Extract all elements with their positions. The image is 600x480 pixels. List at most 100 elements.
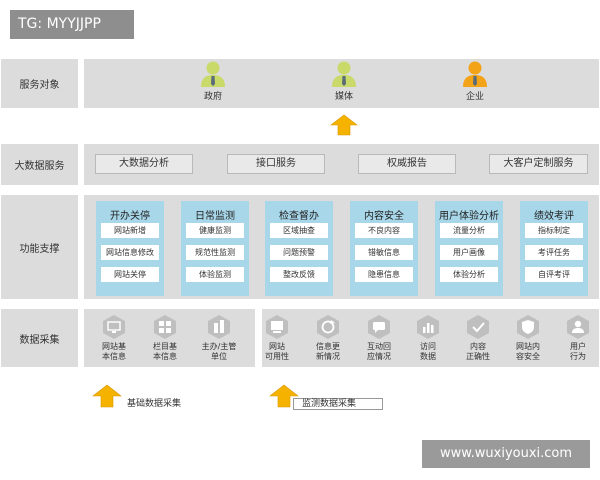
function-item[interactable]: 不良内容 — [355, 223, 413, 238]
function-item[interactable]: 健康监测 — [186, 223, 244, 238]
function-item[interactable]: 整改反馈 — [270, 267, 328, 282]
collection-label-line1: 访问 — [420, 342, 436, 351]
target-2: 媒体 — [324, 60, 364, 102]
collection-label-line1: 内容 — [470, 342, 486, 351]
collection-label-line1: 互动回 — [367, 342, 391, 351]
collection-monitor-1: 网站可用性 — [257, 314, 297, 362]
target-3: 企业 — [455, 60, 495, 102]
person-icon — [463, 61, 487, 87]
collection-basic-3: 主办/主管单位 — [199, 314, 239, 362]
collection-label: 互动回应情况 — [359, 342, 399, 362]
collection-label: 内容正确性 — [458, 342, 498, 362]
chat-icon — [368, 315, 390, 339]
up-arrow-icon — [330, 114, 358, 136]
collection-label-line2: 单位 — [211, 352, 227, 361]
collection-label-line2: 应情况 — [367, 352, 391, 361]
collection-label: 用户行为 — [558, 342, 598, 362]
function-item[interactable]: 区域抽查 — [270, 223, 328, 238]
check-icon — [467, 315, 489, 339]
shield-icon — [517, 315, 539, 339]
function-item[interactable]: 考评任务 — [525, 245, 583, 260]
function-item[interactable]: 用户画像 — [440, 245, 498, 260]
collection-label: 栏目基本信息 — [145, 342, 185, 362]
collection-label-line2: 容安全 — [516, 352, 540, 361]
target-label: 媒体 — [334, 92, 353, 102]
collection-label-line2: 可用性 — [265, 352, 289, 361]
collection-monitor-7: 用户行为 — [558, 314, 598, 362]
function-item[interactable]: 网站新增 — [101, 223, 159, 238]
function-title: 内容安全 — [364, 211, 404, 222]
collection-label-line2: 本信息 — [102, 352, 126, 361]
legend-monitor-arrow-icon — [269, 384, 299, 408]
function-column-2: 日常监测健康监测规范性监测体验监测 — [181, 201, 249, 296]
collection-label-line2: 本信息 — [153, 352, 177, 361]
function-title: 日常监测 — [195, 211, 235, 222]
collection-label: 网站可用性 — [257, 342, 297, 362]
collection-label-line2: 正确性 — [466, 352, 490, 361]
collection-label-line2: 行为 — [570, 352, 586, 361]
function-item[interactable]: 错敏信息 — [355, 245, 413, 260]
collection-monitor-3: 互动回应情况 — [359, 314, 399, 362]
person-icon — [201, 61, 225, 87]
collection-monitor-6: 网站内容安全 — [508, 314, 548, 362]
collection-label: 访问数据 — [408, 342, 448, 362]
person-icon — [332, 61, 356, 87]
collection-label: 信息更新情况 — [308, 342, 348, 362]
collection-label-line1: 用户 — [570, 342, 586, 351]
user-icon — [567, 315, 589, 339]
function-column-5: 用户体验分析流量分析用户画像体验分析 — [435, 201, 503, 296]
function-column-1: 开办关停网站新增网站信息修改网站关停 — [96, 201, 164, 296]
function-title: 检查督办 — [279, 211, 319, 222]
legend-monitor-text: 监测数据采集 — [302, 399, 357, 409]
function-column-6: 绩效考评指标制定考评任务自评考评 — [520, 201, 588, 296]
collection-label-line1: 网站内 — [516, 342, 540, 351]
service-button-4[interactable]: 大客户定制服务 — [489, 154, 588, 174]
legend-basic-arrow-icon — [92, 384, 122, 408]
row-label-service-targets: 服务对象 — [1, 59, 78, 108]
function-item[interactable]: 规范性监测 — [186, 245, 244, 260]
row-label-functions: 功能支撑 — [1, 195, 78, 299]
row-label-big-data: 大数据服务 — [1, 144, 78, 185]
target-1: 政府 — [193, 60, 233, 102]
function-item[interactable]: 自评考评 — [525, 267, 583, 282]
function-item[interactable]: 网站关停 — [101, 267, 159, 282]
collection-label-line1: 信息更 — [316, 342, 340, 351]
collection-monitor-2: 信息更新情况 — [308, 314, 348, 362]
function-title: 开办关停 — [110, 211, 150, 222]
grid-icon — [154, 315, 176, 339]
function-title: 绩效考评 — [534, 211, 574, 222]
monitor-icon — [103, 315, 125, 339]
bar-chart-icon — [417, 315, 439, 339]
watermark: www.wuxiyouxi.com — [422, 440, 590, 468]
collection-label-line1: 栏目基 — [153, 342, 177, 351]
function-item[interactable]: 网站信息修改 — [101, 245, 159, 260]
function-item[interactable]: 流量分析 — [440, 223, 498, 238]
collection-label: 网站基本信息 — [94, 342, 134, 362]
function-item[interactable]: 隐患信息 — [355, 267, 413, 282]
screen-icon — [266, 315, 288, 339]
collection-basic-2: 栏目基本信息 — [145, 314, 185, 362]
service-button-2[interactable]: 接口服务 — [227, 154, 325, 174]
collection-label: 网站内容安全 — [508, 342, 548, 362]
collection-label-line1: 主办/主管 — [201, 342, 237, 351]
function-column-4: 内容安全不良内容错敏信息隐患信息 — [350, 201, 418, 296]
function-item[interactable]: 指标制定 — [525, 223, 583, 238]
collection-label-line1: 网站 — [269, 342, 285, 351]
refresh-icon — [317, 315, 339, 339]
function-item[interactable]: 体验分析 — [440, 267, 498, 282]
function-item[interactable]: 问题预警 — [270, 245, 328, 260]
service-button-1[interactable]: 大数据分析 — [95, 154, 193, 174]
target-label: 企业 — [465, 92, 484, 102]
collection-label-line1: 网站基 — [102, 342, 126, 351]
collection-label: 主办/主管单位 — [199, 342, 239, 362]
target-label: 政府 — [203, 92, 222, 102]
functions-panel — [84, 195, 599, 299]
collection-monitor-5: 内容正确性 — [458, 314, 498, 362]
collection-label-line2: 新情况 — [316, 352, 340, 361]
legend-basic-text: 基础数据采集 — [127, 399, 182, 409]
function-title: 用户体验分析 — [439, 211, 499, 222]
building-icon — [208, 315, 230, 339]
service-button-3[interactable]: 权威报告 — [358, 154, 456, 174]
function-item[interactable]: 体验监测 — [186, 267, 244, 282]
collection-label-line2: 数据 — [420, 352, 436, 361]
